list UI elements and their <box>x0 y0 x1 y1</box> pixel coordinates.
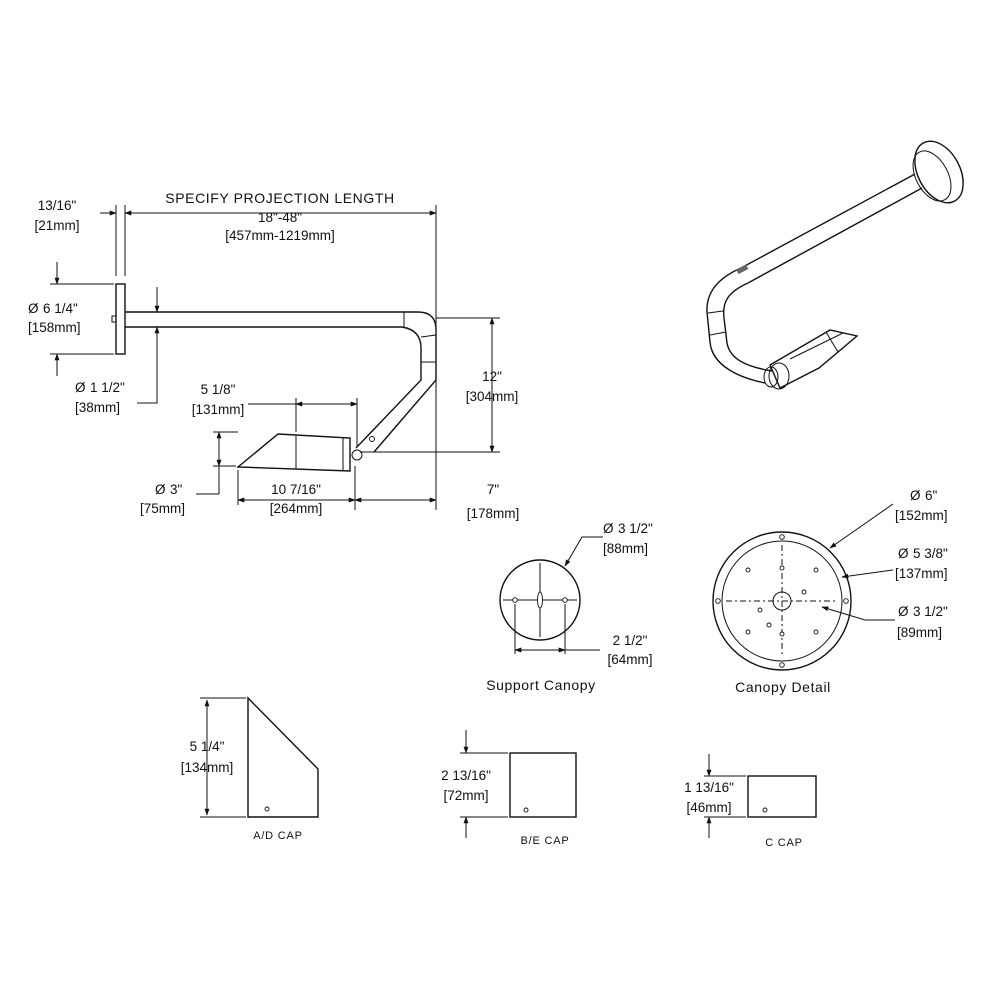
head-length-metric: [264mm] <box>270 501 323 516</box>
diameter-symbol: Ø <box>898 604 909 619</box>
support-canopy: Ø 3 1/2" [88mm] 2 1/2" [64mm] Support Ca… <box>486 521 653 693</box>
drop-metric: [304mm] <box>466 389 519 404</box>
a-d-cap-label: A/D CAP <box>253 830 303 842</box>
diameter-symbol: Ø <box>75 380 86 395</box>
b-e-cap-outline <box>509 752 577 818</box>
knuckle-screw <box>369 436 375 442</box>
support-canopy-outline <box>499 559 581 641</box>
b-e-cap-label: B/E CAP <box>520 835 569 847</box>
drop-imperial: 12" <box>482 369 502 384</box>
canopy-inner-imperial: 3 1/2" <box>913 604 948 619</box>
cap-a-d: 5 1/4" [134mm] A/D CAP <box>181 696 319 842</box>
diameter-symbol: Ø <box>910 488 921 503</box>
cap-c: 1 13/16" [46mm] C CAP <box>684 754 817 849</box>
diameter-symbol: Ø <box>898 546 909 561</box>
canopy-outer-metric: [152mm] <box>895 508 948 523</box>
diameter-symbol: Ø <box>603 521 614 536</box>
canopy-bolt-circle <box>721 540 843 662</box>
elbow-outer <box>373 311 437 453</box>
offset-imperial: 7" <box>487 482 500 497</box>
diameter-symbol: Ø <box>28 301 39 316</box>
c-cap-label: C CAP <box>765 837 803 849</box>
a-d-cap-outline <box>247 696 319 818</box>
support-diameter-metric: [88mm] <box>603 541 648 556</box>
head-length-imperial: 10 7/16" <box>271 482 321 497</box>
support-canopy-label: Support Canopy <box>486 677 596 693</box>
projection-imperial: 18"-48" <box>258 210 302 225</box>
elbow-inner <box>355 326 422 449</box>
offset-metric: [178mm] <box>467 506 520 521</box>
arm-diameter-metric: [38mm] <box>75 400 120 415</box>
isometric-view <box>706 140 964 390</box>
c-cap-metric: [46mm] <box>686 800 731 815</box>
projection-metric: [457mm-1219mm] <box>225 228 335 243</box>
hole-spacing-metric: [64mm] <box>607 652 652 667</box>
plate-diameter-imperial: 6 1/4" <box>43 301 78 316</box>
canopy-holes <box>715 534 849 668</box>
iso-light-head <box>769 329 859 389</box>
canopy-detail: Ø 6" [152mm] Ø 5 3/8" [137mm] Ø 3 1/2" [… <box>712 488 948 695</box>
a-d-cap-metric: [134mm] <box>181 760 234 775</box>
head-diameter-imperial: 3" <box>170 482 183 497</box>
iso-elbow-inner <box>722 282 773 372</box>
canopy-outer-circle <box>712 531 852 671</box>
plate-thickness-imperial: 13/16" <box>38 198 77 213</box>
b-e-cap-metric: [72mm] <box>443 788 488 803</box>
hole-spacing-imperial: 2 1/2" <box>613 633 648 648</box>
projection-title: SPECIFY PROJECTION LENGTH <box>165 190 394 206</box>
light-head <box>236 433 351 472</box>
wall-plate <box>115 283 126 355</box>
support-diameter-imperial: 3 1/2" <box>618 521 653 536</box>
diameter-symbol: Ø <box>155 482 166 497</box>
side-view: SPECIFY PROJECTION LENGTH 18"-48" [457mm… <box>28 190 519 521</box>
outer-diameter-leader <box>829 503 894 549</box>
inner-diameter-leader <box>821 606 895 621</box>
c-cap-outline <box>747 775 817 818</box>
iso-wall-plate <box>914 140 964 204</box>
head-top-imperial: 5 1/8" <box>201 382 236 397</box>
canopy-detail-label: Canopy Detail <box>735 679 831 695</box>
canopy-bolt-metric: [137mm] <box>895 566 948 581</box>
head-diameter-metric: [75mm] <box>140 501 185 516</box>
c-cap-imperial: 1 13/16" <box>684 780 734 795</box>
iso-elbow-outer <box>706 267 766 384</box>
a-d-cap-imperial: 5 1/4" <box>190 739 225 754</box>
iso-wall-plate-rim <box>912 150 952 202</box>
canopy-outer-imperial: 6" <box>925 488 938 503</box>
swivel-knuckle <box>351 449 363 461</box>
elbow-seam-1 <box>420 334 437 338</box>
support-diameter-leader <box>564 536 603 567</box>
canopy-bolt-imperial: 5 3/8" <box>913 546 948 561</box>
bolt-circle-leader <box>841 569 894 579</box>
head-top-metric: [131mm] <box>192 402 245 417</box>
b-e-cap-imperial: 2 13/16" <box>441 768 491 783</box>
arm-diameter-imperial: 1 1/2" <box>90 380 125 395</box>
plate-screw <box>111 315 117 323</box>
plate-diameter-metric: [158mm] <box>28 320 81 335</box>
plate-thickness-metric: [21mm] <box>34 218 79 233</box>
cap-b-e: 2 13/16" [72mm] B/E CAP <box>441 730 577 847</box>
canopy-inner-metric: [89mm] <box>897 625 942 640</box>
